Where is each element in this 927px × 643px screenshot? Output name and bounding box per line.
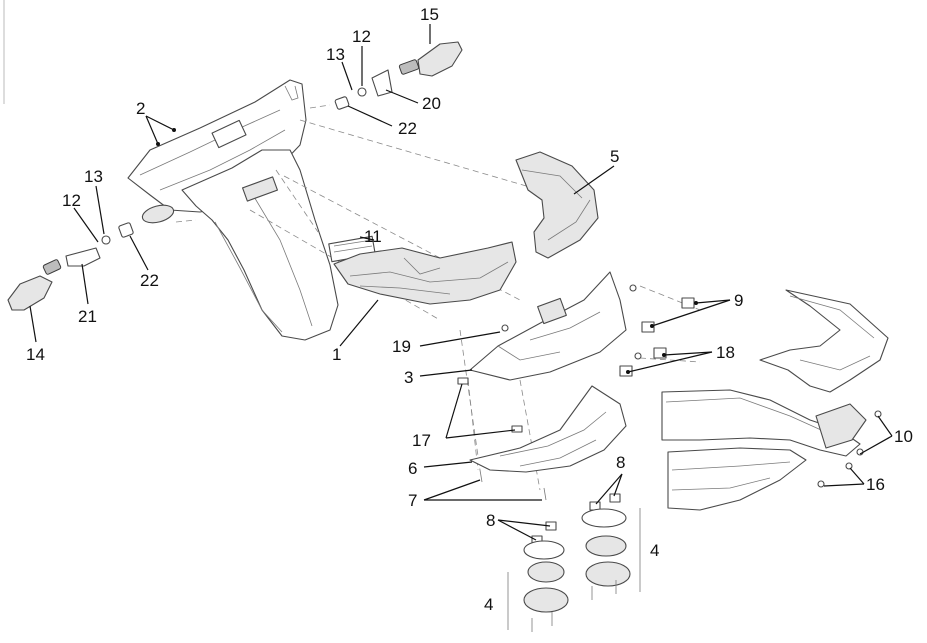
callout-4: 4	[484, 595, 493, 614]
callout-16: 16	[866, 475, 885, 494]
callout-20: 20	[422, 94, 441, 113]
callout-12: 12	[352, 27, 371, 46]
right-turn-signal	[334, 41, 463, 110]
callout-12: 12	[62, 191, 81, 210]
callout-6: 6	[408, 459, 417, 478]
callout-13: 13	[84, 167, 103, 186]
plate-light-right	[581, 493, 641, 600]
license-bracket	[469, 271, 627, 381]
callout-8: 8	[616, 453, 625, 472]
callout-4: 4	[650, 541, 659, 560]
callout-21: 21	[78, 307, 97, 326]
callout-22: 22	[140, 271, 159, 290]
tail-light	[333, 241, 517, 305]
lower-cover	[469, 385, 627, 473]
callout-3: 3	[404, 368, 413, 387]
callout-1: 1	[332, 345, 341, 364]
callout-labels: 15 12 13 20 22 2 5 13 12 11 22 9 21 14 1…	[26, 5, 913, 614]
side-panels	[661, 289, 889, 511]
callout-19: 19	[392, 337, 411, 356]
callout-8: 8	[486, 511, 495, 530]
plate-light-left	[507, 521, 569, 632]
assembly-lines	[175, 104, 701, 491]
left-turn-signal	[7, 222, 134, 311]
callout-15: 15	[420, 5, 439, 24]
callout-22: 22	[398, 119, 417, 138]
callout-2: 2	[136, 99, 145, 118]
callout-5: 5	[610, 147, 619, 166]
callout-18: 18	[716, 343, 735, 362]
tail-light-cover	[515, 151, 599, 259]
callout-10: 10	[894, 427, 913, 446]
rear-mudguard	[127, 79, 339, 341]
callout-17: 17	[412, 431, 431, 450]
callout-9: 9	[734, 291, 743, 310]
callout-11: 11	[364, 227, 382, 246]
callout-13: 13	[326, 45, 345, 64]
callout-7: 7	[408, 491, 417, 510]
callout-14: 14	[26, 345, 45, 364]
leader-lines	[29, 24, 893, 541]
